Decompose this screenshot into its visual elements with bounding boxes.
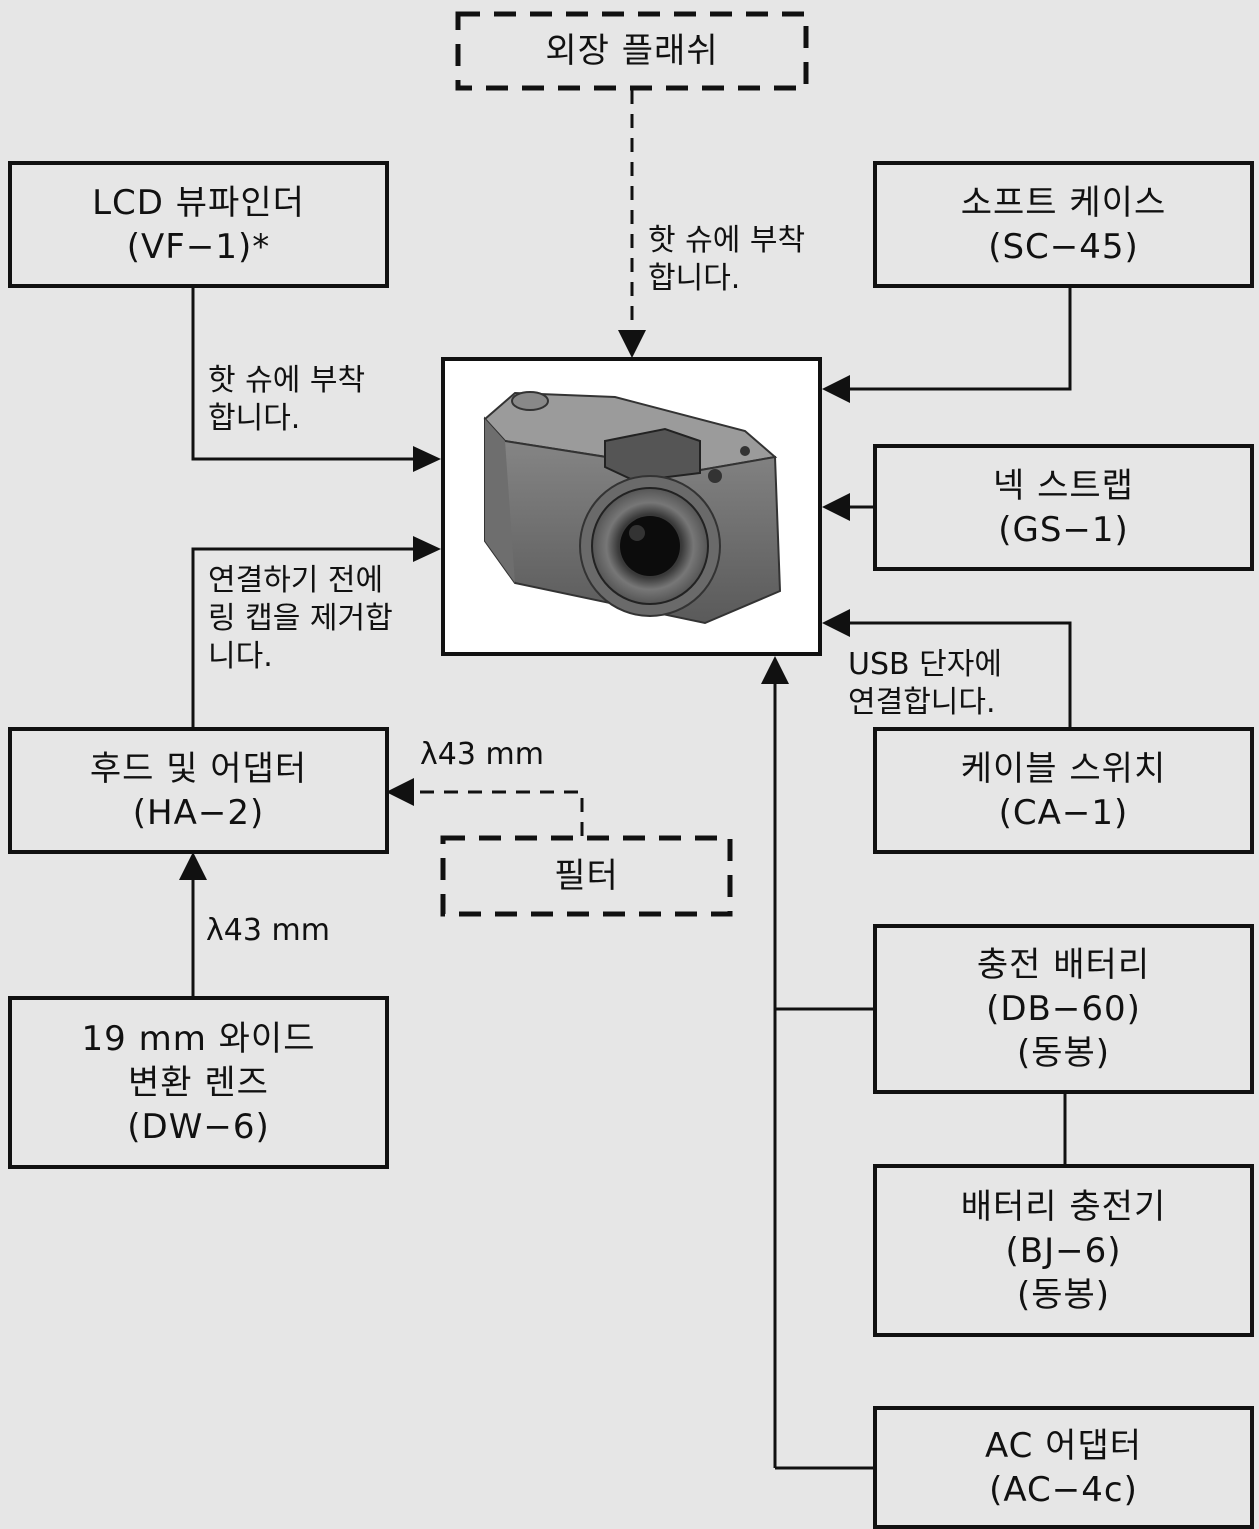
ring-cap-note: 연결하기 전에 링 캡을 제거합 니다.	[208, 563, 393, 674]
usb-connect-note: USB 단자에 연결합니다.	[848, 647, 1002, 720]
flash-attach-note: 핫 슈에 부착 합니다.	[648, 223, 806, 296]
viewfinder-attach-note: 핫 슈에 부착 합니다.	[208, 363, 366, 436]
external-flash-box: 외장 플래쉬	[545, 31, 719, 71]
wide-lens-size-label: λ43 mm	[206, 913, 330, 948]
ac-adapter-box: AC 어댑터 (AC−4c)	[873, 1406, 1254, 1529]
soft-case-box: 소프트 케이스 (SC−45)	[873, 161, 1254, 288]
rechargeable-battery-box: 충전 배터리 (DB−60) (동봉)	[873, 924, 1254, 1094]
neck-strap-box: 넥 스트랩 (GS−1)	[873, 444, 1254, 571]
battery-charger-box: 배터리 충전기 (BJ−6) (동봉)	[873, 1164, 1254, 1337]
camera-frame	[441, 357, 822, 656]
filter-size-label: λ43 mm	[420, 737, 544, 772]
cable-switch-box: 케이블 스위치 (CA−1)	[873, 727, 1254, 854]
hood-adapter-box: 후드 및 어댑터 (HA−2)	[8, 727, 389, 854]
wide-conversion-lens-box: 19 mm 와이드 변환 렌즈 (DW−6)	[8, 996, 389, 1169]
lcd-viewfinder-box: LCD 뷰파인더 (VF−1)*	[8, 161, 389, 288]
filter-box: 필터	[554, 856, 619, 896]
camera-illustration	[483, 391, 782, 625]
